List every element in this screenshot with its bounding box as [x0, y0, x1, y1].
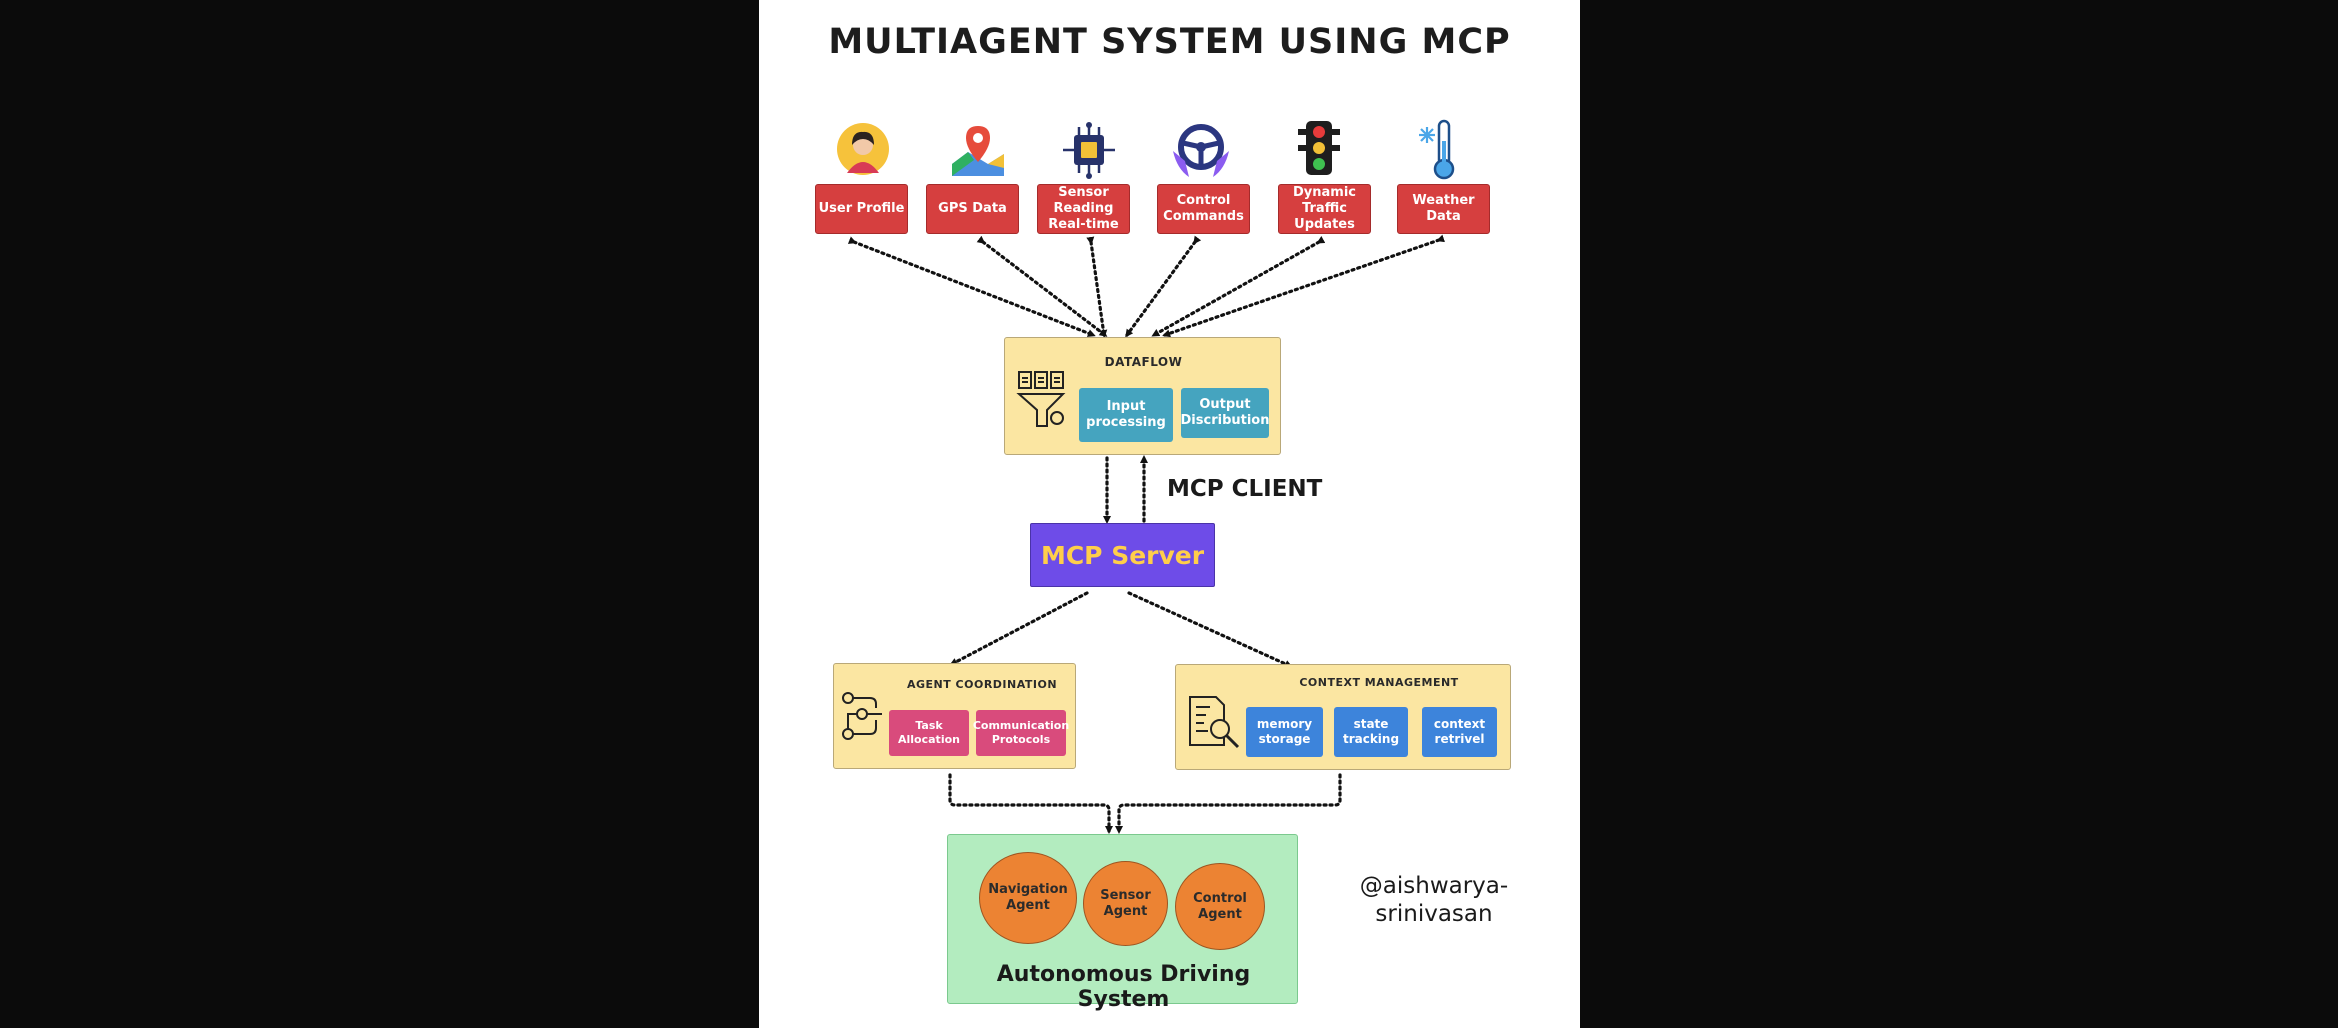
communication-protocols-box: Communication Protocols	[973, 710, 1069, 756]
arrow-server-to-coordination	[949, 591, 1089, 666]
arrow-coordination-to-system	[948, 773, 1113, 834]
thermometer-icon	[1419, 119, 1455, 180]
dataflow-heading: DATAFLOW	[1104, 355, 1183, 369]
document-search-icon	[1189, 696, 1240, 749]
author-credit: @aishwarya- srinivasan	[1339, 872, 1529, 928]
diagram-canvas: MULTIAGENT SYSTEM USING MCP	[759, 0, 1580, 1028]
source-user-profile: User Profile	[815, 184, 908, 234]
dataflow-panel: DATAFLOW Input processing Output Discrib…	[1004, 337, 1281, 455]
source-traffic-updates: Dynamic Traffic Updates	[1278, 184, 1371, 234]
author-credit-line-2: srinivasan	[1375, 901, 1493, 927]
mcp-client-label: MCP CLIENT	[1167, 476, 1323, 502]
state-tracking-box: state tracking	[1334, 707, 1408, 757]
arrow-context-to-system	[1115, 773, 1342, 834]
arrow-gps-data	[976, 235, 1108, 337]
source-control-commands: Control Commands	[1157, 184, 1250, 234]
author-credit-line-1: @aishwarya-	[1359, 873, 1509, 899]
arrow-weather-data	[1162, 234, 1446, 338]
control-agent: Control Agent	[1175, 863, 1265, 950]
navigation-agent: Navigation Agent	[979, 852, 1077, 944]
context-management-heading: CONTEXT MANAGEMENT	[1299, 676, 1459, 689]
input-processing-box: Input processing	[1079, 388, 1173, 442]
workflow-icon	[842, 692, 882, 740]
arrow-sensor-reading	[1086, 236, 1108, 338]
agent-coordination-panel: AGENT COORDINATION Task Allocation Commu…	[833, 663, 1076, 769]
user-icon	[837, 123, 889, 175]
mcp-server-box: MCP Server	[1030, 523, 1215, 587]
funnel-icon	[1016, 371, 1066, 427]
arrow-server-to-context	[1127, 591, 1293, 668]
traffic-light-icon	[1298, 121, 1340, 175]
arrow-traffic-updates	[1151, 236, 1326, 337]
memory-storage-box: memory storage	[1246, 707, 1323, 757]
system-label: Autonomous Driving System	[996, 962, 1251, 1012]
chip-icon	[1063, 122, 1115, 179]
diagram-title: MULTIAGENT SYSTEM USING MCP	[828, 22, 1511, 62]
arrow-control-commands	[1125, 235, 1202, 338]
steering-wheel-icon	[1173, 124, 1229, 177]
sensor-agent: Sensor Agent	[1083, 861, 1168, 946]
arrow-user-profile	[847, 236, 1096, 337]
agent-coordination-heading: AGENT COORDINATION	[906, 678, 1058, 691]
map-pin-icon	[952, 126, 1004, 176]
context-management-panel: CONTEXT MANAGEMENT memory storage state …	[1175, 664, 1511, 770]
source-gps-data: GPS Data	[926, 184, 1019, 234]
output-distribution-box: Output Discribution	[1181, 388, 1270, 438]
context-retrieval-box: context retrivel	[1422, 707, 1497, 757]
autonomous-driving-panel: Navigation Agent Sensor Agent Control Ag…	[947, 834, 1298, 1012]
source-weather-data: Weather Data	[1397, 184, 1490, 234]
source-sensor-reading: Sensor Reading Real-time	[1037, 184, 1130, 234]
connector-arrows	[847, 234, 1446, 834]
task-allocation-box: Task Allocation	[889, 710, 969, 756]
